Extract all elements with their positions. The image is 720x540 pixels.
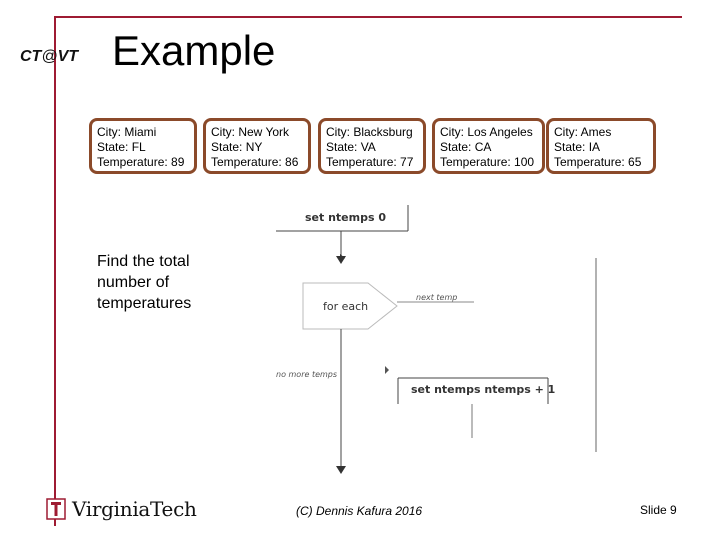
card-city: City: New York xyxy=(211,125,290,139)
top-rule xyxy=(54,16,682,18)
brand-mark: CT@VT xyxy=(20,48,79,65)
card-temperature: Temperature: 77 xyxy=(326,155,414,169)
loop-shape xyxy=(302,282,398,330)
card-city: City: Blacksburg xyxy=(326,125,413,139)
left-rule xyxy=(54,16,56,526)
card-temperature: Temperature: 65 xyxy=(554,155,642,169)
card-state: State: VA xyxy=(326,140,376,154)
init-label: set ntemps 0 xyxy=(305,211,386,224)
card-temperature: Temperature: 100 xyxy=(440,155,535,169)
card-state: State: IA xyxy=(554,140,601,154)
card-state: State: NY xyxy=(211,140,263,154)
logo-wordmark: VirginiaTech xyxy=(72,497,197,521)
slide-title: Example xyxy=(112,27,276,74)
update-label: set ntemps ntemps + 1 xyxy=(411,383,555,396)
city-card-blacksburg: City: Blacksburg State: VA Temperature: … xyxy=(318,118,426,174)
city-card-ames: City: Ames State: IA Temperature: 65 xyxy=(546,118,656,174)
done-label: no more temps xyxy=(276,370,337,379)
card-state: State: FL xyxy=(97,140,146,154)
arrowhead-return xyxy=(340,254,345,262)
loop-label: for each xyxy=(323,300,368,313)
card-temperature: Temperature: 86 xyxy=(211,155,299,169)
card-city: City: Los Angeles xyxy=(440,125,533,139)
footer-credit: (C) Dennis Kafura 2016 xyxy=(296,504,423,518)
city-card-new-york: City: New York State: NY Temperature: 86 xyxy=(203,118,311,174)
card-state: State: CA xyxy=(440,140,492,154)
next-temp-label: next temp xyxy=(416,293,457,302)
city-card-miami: City: Miami State: FL Temperature: 89 xyxy=(89,118,197,174)
card-city: City: Miami xyxy=(97,125,157,139)
city-card-los-angeles: City: Los Angeles State: CA Temperature:… xyxy=(432,118,545,174)
card-temperature: Temperature: 89 xyxy=(97,155,185,169)
virginia-tech-logo: VirginiaTech xyxy=(46,496,197,522)
arrowhead-update xyxy=(385,366,389,374)
slide-number: Slide 9 xyxy=(640,503,677,517)
card-city: City: Ames xyxy=(554,125,612,139)
task-prompt: Find the total number of temperatures xyxy=(97,253,192,312)
vt-shield-icon xyxy=(46,498,66,520)
arrowhead-exit xyxy=(336,466,346,474)
